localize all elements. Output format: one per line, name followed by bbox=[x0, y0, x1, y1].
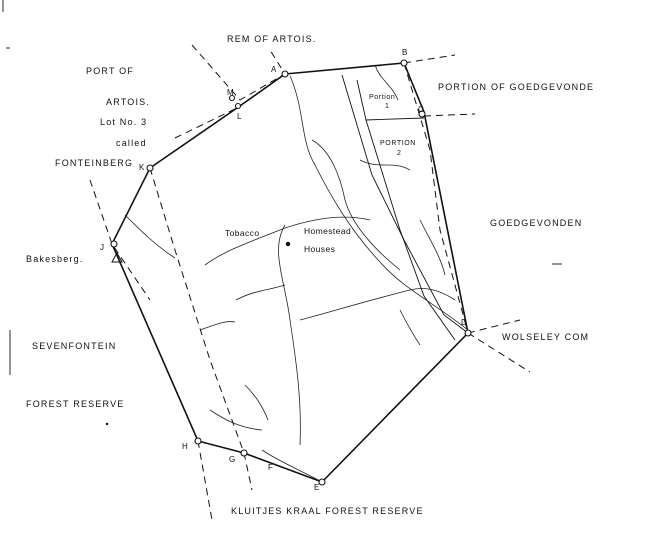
label-wolseley: WOLSELEY COM bbox=[502, 332, 589, 342]
dashed-line-inner-west bbox=[149, 167, 253, 491]
vertex-label-F: F bbox=[268, 463, 273, 472]
stream bbox=[419, 219, 446, 276]
vertex-label-K: K bbox=[139, 163, 145, 172]
dashed-line-b bbox=[403, 54, 456, 64]
stream bbox=[204, 216, 371, 266]
vertex-label-B: B bbox=[402, 48, 407, 57]
stream bbox=[359, 159, 411, 171]
stream bbox=[399, 309, 421, 346]
vertex-label-H: H bbox=[182, 442, 188, 451]
vertex-D bbox=[464, 329, 472, 337]
dashed-line-d2 bbox=[467, 319, 521, 334]
vertex-G bbox=[240, 449, 248, 457]
vertex-label-G: G bbox=[229, 455, 235, 464]
stream bbox=[244, 384, 269, 421]
portion-divider bbox=[341, 74, 469, 334]
label-portion-1: Portion bbox=[369, 94, 395, 101]
label-rem-artois: REM OF ARTOIS. bbox=[227, 34, 316, 44]
vertex-A bbox=[281, 70, 289, 78]
dashed-line-east bbox=[403, 62, 469, 334]
label-houses: Houses bbox=[304, 244, 335, 254]
vertex-label-J: J bbox=[100, 243, 104, 252]
vertex-label-A: A bbox=[271, 65, 277, 74]
label-port-of: PORT OF bbox=[86, 66, 134, 76]
vertex-J bbox=[110, 240, 118, 248]
stream bbox=[374, 64, 399, 101]
homestead-marker bbox=[285, 241, 291, 247]
dot-mark bbox=[105, 422, 109, 426]
label-goedgevonden: GOEDGEVONDEN bbox=[490, 218, 582, 228]
label-homestead: Homestead bbox=[304, 226, 351, 236]
label-tobacco: Tobacco bbox=[225, 228, 259, 238]
vertex-label-E: E bbox=[314, 483, 319, 492]
stream bbox=[311, 139, 401, 271]
stream bbox=[299, 288, 456, 321]
dashed-line-south bbox=[197, 440, 213, 521]
stream bbox=[235, 284, 286, 301]
label-portion-2-number: 2 bbox=[397, 150, 402, 157]
vertex-B bbox=[400, 59, 408, 67]
vertex-label-D: D bbox=[461, 318, 467, 327]
stream bbox=[124, 214, 176, 259]
stream bbox=[261, 449, 323, 483]
dashed-line-ml bbox=[174, 107, 238, 139]
label-artois: ARTOIS. bbox=[106, 97, 150, 107]
stream bbox=[199, 321, 236, 331]
farm-boundary bbox=[111, 62, 469, 483]
dashed-line-d bbox=[467, 332, 531, 373]
vertex-E bbox=[318, 478, 326, 486]
stream bbox=[209, 409, 263, 431]
dashed-line-west bbox=[89, 179, 151, 301]
label-lot-no: Lot No. 3 bbox=[100, 117, 147, 127]
dashed-line-c bbox=[423, 113, 476, 117]
vertex-H bbox=[194, 437, 202, 445]
vertex-C bbox=[418, 110, 426, 118]
vertex-label-C: C bbox=[418, 105, 424, 114]
stream bbox=[289, 75, 469, 331]
dashed-line-north bbox=[191, 44, 286, 101]
trig-beacon-icon bbox=[111, 251, 123, 263]
label-portion-1-number: 1 bbox=[385, 103, 390, 110]
label-portion-goedgevonden: PORTION OF GOEDGEVONDE bbox=[438, 82, 594, 92]
stream bbox=[278, 224, 301, 446]
vertex-K bbox=[146, 164, 154, 172]
label-kluitjes-kraal: KLUITJES KRAAL FOREST RESERVE bbox=[231, 506, 424, 516]
label-called: called bbox=[116, 138, 147, 148]
portion-2-line bbox=[365, 119, 456, 341]
label-fonteinberg: FONTEINBERG bbox=[55, 158, 133, 168]
label-sevenfontein: SEVENFONTEIN bbox=[32, 341, 116, 351]
label-forest-reserve: FOREST RESERVE bbox=[26, 399, 125, 409]
label-bakesberg: Bakesberg. bbox=[26, 254, 84, 264]
vertex-L bbox=[234, 102, 242, 110]
vertex-label-L: L bbox=[237, 112, 242, 121]
vertex-label-M: M bbox=[227, 88, 234, 97]
label-portion-2: PORTION bbox=[380, 140, 416, 147]
vertex-M bbox=[228, 94, 236, 102]
